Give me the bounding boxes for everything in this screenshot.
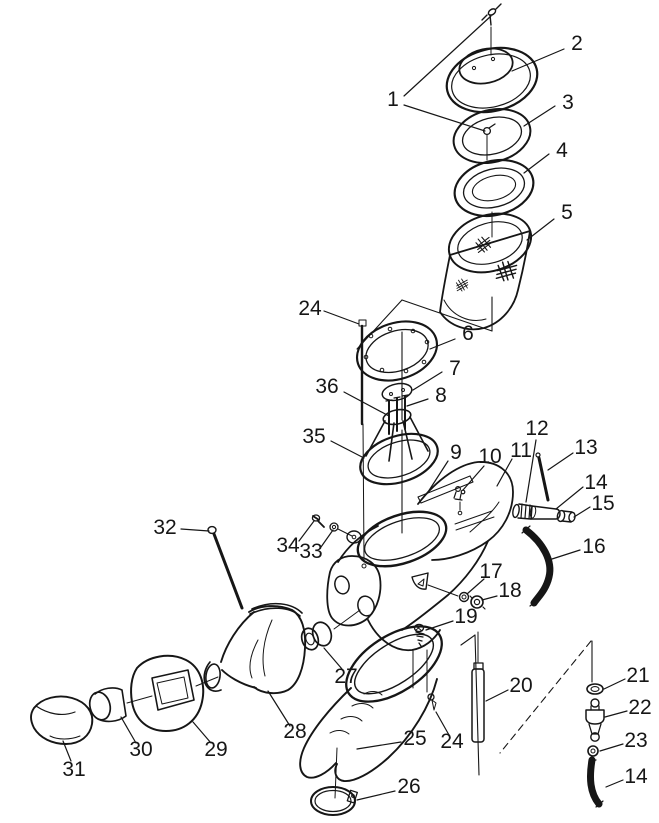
body-washer bbox=[458, 591, 470, 603]
drain-grommet-lower bbox=[587, 745, 599, 757]
cover-seal-ring bbox=[452, 108, 532, 164]
vent-hose bbox=[521, 525, 554, 607]
leader-lines bbox=[62, 15, 628, 801]
intake-duct-boot bbox=[299, 625, 443, 799]
flange-seal bbox=[130, 654, 219, 732]
drain-tube bbox=[471, 631, 485, 743]
breather-hose bbox=[529, 505, 561, 520]
filter-retainer-plate bbox=[381, 382, 413, 402]
cage-studs bbox=[385, 394, 409, 435]
funnel-mount-screw bbox=[207, 525, 244, 610]
hose-clamp bbox=[310, 786, 358, 816]
airbox-cover bbox=[445, 46, 539, 114]
intake-snorkel-cap bbox=[30, 695, 94, 745]
bushing bbox=[300, 621, 333, 651]
vent-fitting bbox=[453, 486, 466, 516]
airbox-gasket-ring bbox=[355, 320, 439, 382]
cage-mount-bolt bbox=[358, 319, 367, 569]
spacer-tube bbox=[88, 687, 153, 723]
intake-funnel-boot bbox=[203, 602, 307, 695]
breather-elbow bbox=[512, 503, 533, 520]
air-filter-element bbox=[439, 211, 533, 331]
duct-screw bbox=[427, 693, 437, 711]
drain-hose bbox=[587, 756, 604, 808]
spring-rod bbox=[535, 452, 550, 502]
body-nut bbox=[469, 595, 486, 610]
assembly-bracket-lines bbox=[356, 296, 493, 534]
filter-support-cage bbox=[359, 408, 439, 486]
drain-bracket-lines bbox=[460, 634, 593, 776]
hose-fitting bbox=[556, 509, 576, 523]
airbox-body bbox=[326, 461, 514, 652]
wing-screw bbox=[481, 3, 502, 56]
drain-valve bbox=[585, 698, 605, 742]
flange-screw-and-washer bbox=[311, 514, 353, 537]
drain-grommet-upper bbox=[586, 683, 604, 695]
